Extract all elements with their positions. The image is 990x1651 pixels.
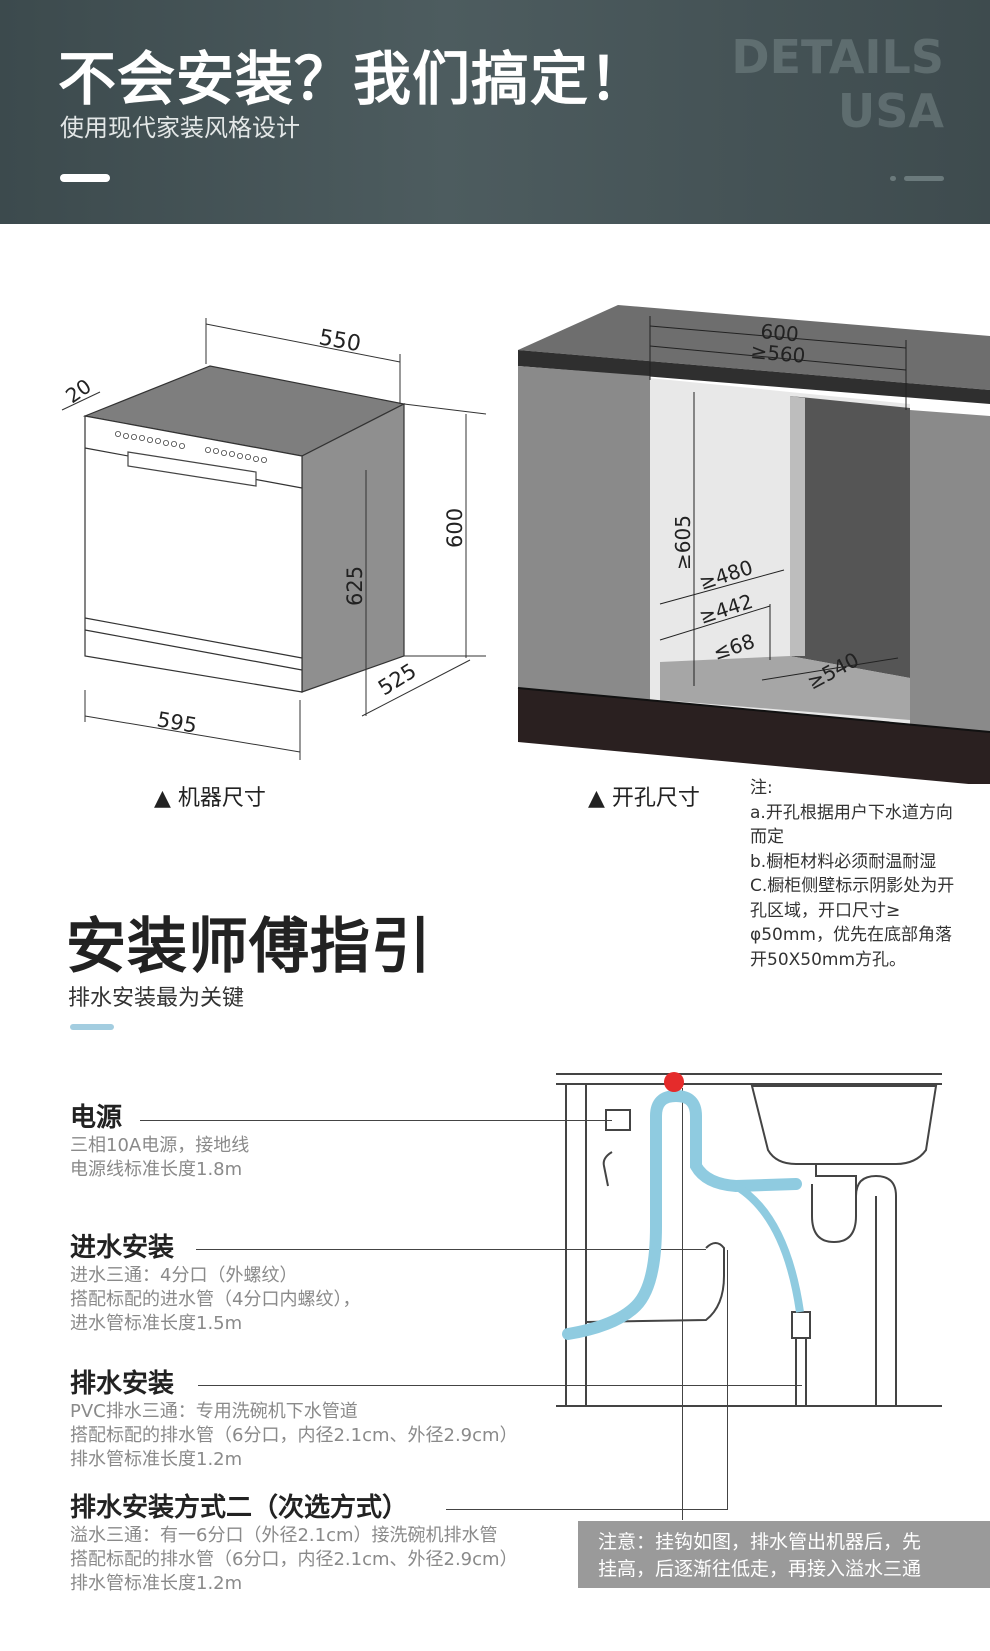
leader-vertical-drain-alt [727,1250,728,1510]
banner-title: 不会安装？我们搞定！ [58,45,649,113]
note-line-c: C.橱柜侧壁标示阴影处为开孔区域，开口尺寸≥ φ50mm，优先在底部角落开50X… [750,876,955,970]
note-line-a: a.开孔根据用户下水道方向而定 [750,802,953,848]
dim-525: 525 [374,659,421,701]
guide-title: 安装师傅指引 [66,912,432,982]
banner-deco-line2: USA [837,84,944,138]
note-title: 注: [750,778,773,798]
machine-illustration [82,365,406,693]
dim-cut-600: 600 [760,319,800,346]
item-line: 排水管标准长度1.2m [70,1449,243,1470]
cutout-note: 注: a.开孔根据用户下水道方向而定 b.橱柜材料必须耐温耐湿 C.橱柜侧壁标示… [750,776,955,972]
dim-20: 20 [61,374,96,408]
dim-cut-605: ≥605 [671,515,695,570]
item-line: PVC排水三通：专用洗碗机下水管道 [70,1401,358,1422]
drain-hose [562,1089,802,1340]
dimension-diagrams: 550 20 600 625 525 595 600 ≥560 ≥605 ≥48… [61,305,990,784]
leader-line-drain-alt [446,1509,728,1510]
leader-line-power [140,1120,612,1121]
dim-cut-560: ≥560 [750,339,807,368]
guide-item-drain-alt: 排水安装方式二（次选方式） 溢水三通：有一6分口（外径2.1cm）接洗碗机排水管… [70,1492,518,1596]
leader-line-water-inlet [196,1249,706,1250]
cabinet-illustration [517,305,990,784]
leader-line-drain [198,1385,802,1386]
banner-accent-bar [60,174,110,182]
banner-deco-line1: DETAILS [731,30,944,84]
item-line: 进水管标准长度1.5m [70,1313,243,1334]
dim-550: 550 [317,325,363,357]
control-dots [115,430,267,463]
item-line: 三相10A电源，接地线 [70,1135,250,1156]
note-line-b: b.橱柜材料必须耐温耐湿 [750,851,937,872]
banner-subtitle: 使用现代家装风格设计 [60,114,300,142]
item-line: 排水管标准长度1.2m [70,1573,243,1594]
drain-warning-box: 注意：挂钩如图，排水管出机器后，先 挂高，后逐渐往低走，再接入溢水三通 [578,1521,990,1588]
machine-dimension-lines [61,318,487,760]
item-line: 电源线标准长度1.8m [70,1159,243,1180]
machine-size-caption: ▲ 机器尺寸 [154,786,266,811]
banner-deco-bar [904,176,944,181]
dim-625: 625 [343,566,367,606]
leader-vertical-hook [682,1088,683,1520]
red-marker [664,1072,684,1092]
header-banner: 不会安装？我们搞定！ 使用现代家装风格设计 DETAILS USA [0,0,990,224]
item-title: 电源 [70,1103,123,1133]
guide-subtitle: 排水安装最为关键 [68,986,245,1011]
item-line: 搭配标配的排水管（6分口，内径2.1cm、外径2.9cm） [70,1425,518,1446]
warning-line: 注意：挂钩如图，排水管出机器后，先 [598,1531,922,1553]
warning-line: 挂高，后逐渐往低走，再接入溢水三通 [598,1558,922,1580]
dim-595: 595 [155,707,199,738]
item-line: 溢水三通：有一6分口（外径2.1cm）接洗碗机排水管 [70,1525,498,1546]
guide-item-water-inlet: 进水安装 进水三通：4分口（外螺纹） 搭配标配的进水管（4分口内螺纹）， 进水管… [70,1232,360,1336]
item-title: 进水安装 [70,1233,175,1263]
item-title: 排水安装方式二（次选方式） [70,1493,409,1523]
installation-illustration [556,1072,942,1407]
item-line: 搭配标配的排水管（6分口，内径2.1cm、外径2.9cm） [70,1549,518,1570]
dim-600: 600 [443,508,467,548]
guide-accent-bar [70,1024,114,1030]
guide-item-power: 电源 三相10A电源，接地线 电源线标准长度1.8m [70,1102,249,1182]
banner-deco-text: DETAILS USA [731,30,944,138]
banner-deco-dot [890,176,896,181]
drain-hose-branch [733,1182,804,1313]
item-line: 进水三通：4分口（外螺纹） [70,1265,298,1286]
item-title: 排水安装 [70,1369,175,1399]
cutout-size-caption: ▲ 开孔尺寸 [588,786,700,811]
cutout-dimension-lines [649,316,907,686]
item-line: 搭配标配的进水管（4分口内螺纹）， [70,1289,361,1310]
guide-item-drain: 排水安装 PVC排水三通：专用洗碗机下水管道 搭配标配的排水管（6分口，内径2.… [70,1368,518,1472]
